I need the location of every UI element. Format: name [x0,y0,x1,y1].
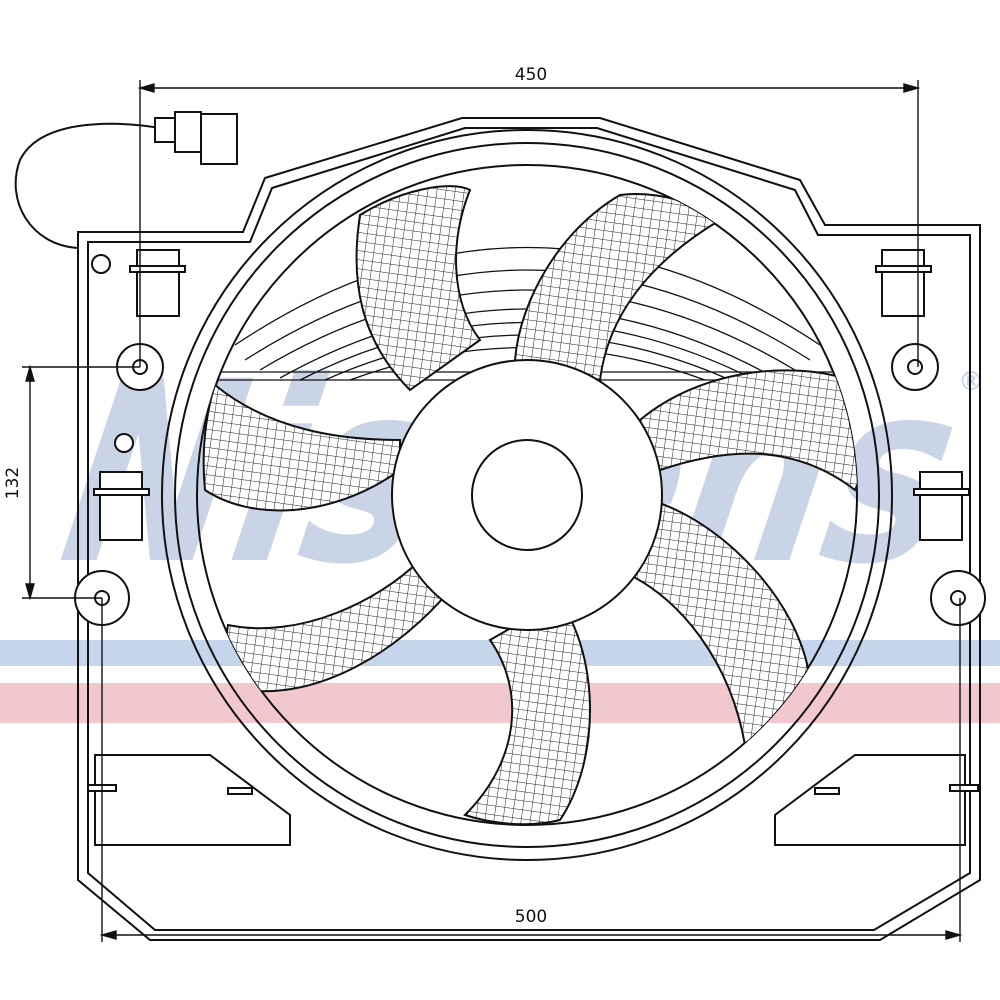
dimension-top-width: 450 [515,65,547,85]
fan-blade-7 [202,383,401,512]
electrical-connector [14,111,238,249]
bottom-brackets [87,754,979,846]
fan-hub [391,359,663,631]
watermark-stripe-red [0,683,1000,723]
dimension-left-spacing: 132 [3,467,23,499]
fan-blade-1 [355,185,482,392]
dimension-lines [22,80,963,942]
fan-blade-3 [638,369,857,492]
mounting-clips [93,249,970,541]
dimension-bottom-width: 500 [515,907,547,927]
fan-blade-5 [463,598,591,825]
fan-blades [202,185,857,825]
shroud-housing [77,117,981,941]
